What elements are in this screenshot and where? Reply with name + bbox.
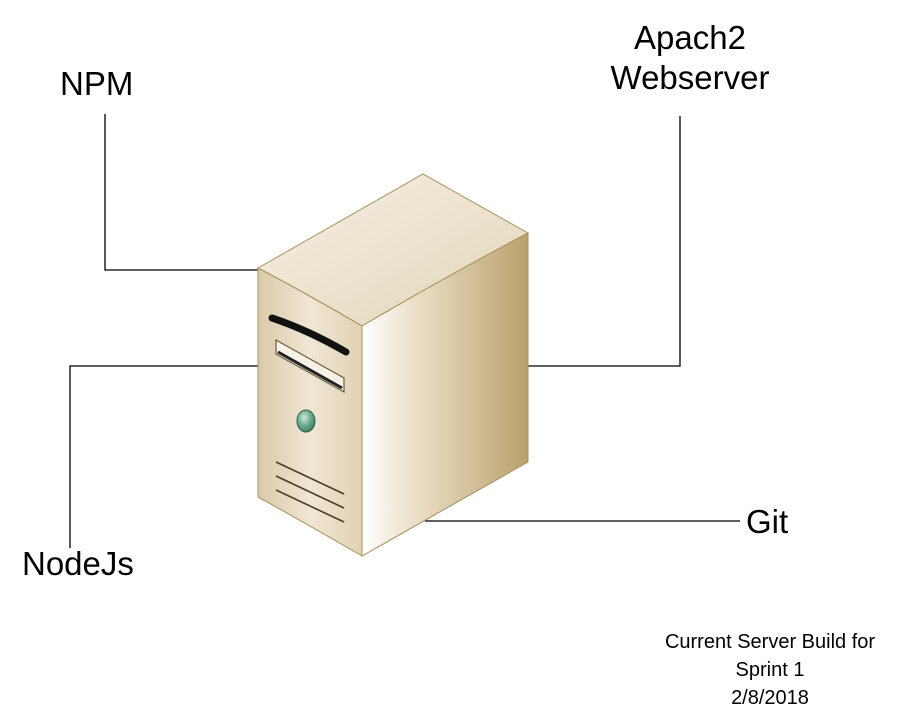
drive-slot-top — [268, 314, 350, 356]
label-apache-line1: Apach2 — [634, 19, 746, 56]
caption-line3: 2/8/2018 — [731, 687, 809, 709]
drive-bay-shadow — [277, 350, 343, 390]
vent-lines — [275, 461, 345, 523]
connector-lines — [69, 114, 740, 548]
label-nodejs: NodeJs — [22, 545, 134, 582]
label-apache-line2: Webserver — [610, 59, 770, 96]
connector-nodejs — [69, 365, 258, 548]
caption-line1: Current Server Build for — [664, 631, 876, 653]
connector-apache — [528, 116, 681, 367]
connector-npm — [104, 114, 258, 271]
label-git: Git — [746, 503, 789, 540]
power-button-icon — [296, 409, 316, 433]
caption-line2: Sprint 1 — [735, 659, 805, 681]
server-side-face — [361, 232, 529, 557]
label-apache-webserver: Apach2 Webserver — [590, 18, 790, 98]
label-npm: NPM — [60, 65, 134, 102]
server-tower-icon — [256, 173, 530, 557]
diagram-caption: Current Server Build for Sprint 1 2/8/20… — [640, 628, 900, 712]
